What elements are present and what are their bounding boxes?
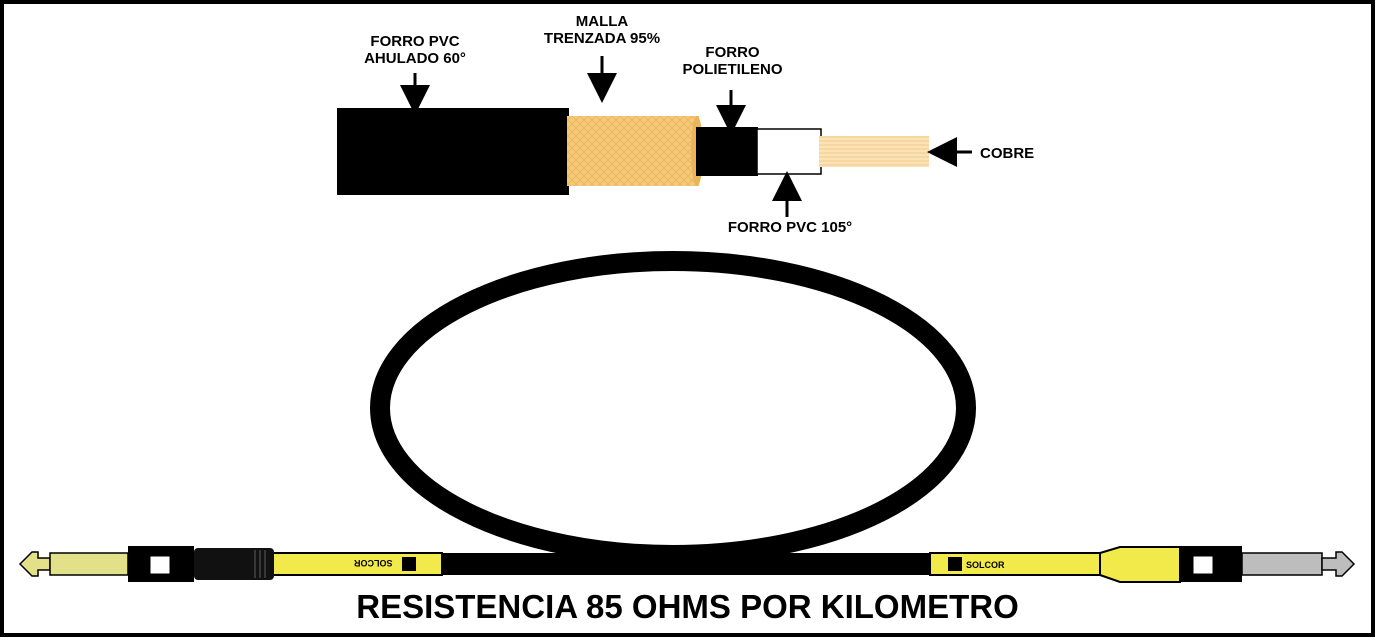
right-plug-tip: [1321, 551, 1356, 577]
right-plug-strain-relief: [1099, 546, 1181, 583]
label-malla-trenzada: MALLA TRENZADA 95%: [543, 13, 661, 47]
inner-pvc-insulation: [756, 128, 822, 175]
cable-body-center: [440, 553, 930, 575]
right-plug-shaft: [1241, 552, 1323, 576]
left-plug-grip: [194, 548, 274, 580]
brand-text-right: SOLCOR: [966, 560, 1005, 570]
left-plug-logo: [149, 555, 171, 575]
brand-logo-right-sleeve: [948, 557, 962, 571]
label-forro-polietileno: FORRO POLIETILENO: [682, 44, 783, 78]
cable-loop: [370, 251, 976, 565]
label-forro-pvc-105: FORRO PVC 105°: [727, 219, 853, 236]
instrument-cable: SOLCOR SOLCOR: [18, 546, 1356, 583]
brand-text-left: SOLCOR: [354, 558, 393, 568]
diagram-title: RESISTENCIA 85 OHMS POR KILOMETRO: [356, 588, 1019, 625]
copper-conductor: [819, 136, 929, 167]
polyethylene-layer: [696, 127, 758, 176]
cable-cross-section: [337, 108, 929, 195]
label-arrows: [400, 56, 972, 217]
left-plug-tip: [18, 551, 51, 577]
label-forro-pvc-ahulado: FORRO PVC AHULADO 60°: [364, 33, 466, 67]
left-plug-shaft: [49, 552, 129, 576]
brand-logo-left-sleeve: [402, 557, 416, 571]
label-cobre: COBRE: [980, 145, 1035, 162]
outer-jacket-pvc: [337, 108, 569, 195]
braided-shield: [567, 116, 699, 186]
right-plug-logo: [1192, 555, 1214, 575]
